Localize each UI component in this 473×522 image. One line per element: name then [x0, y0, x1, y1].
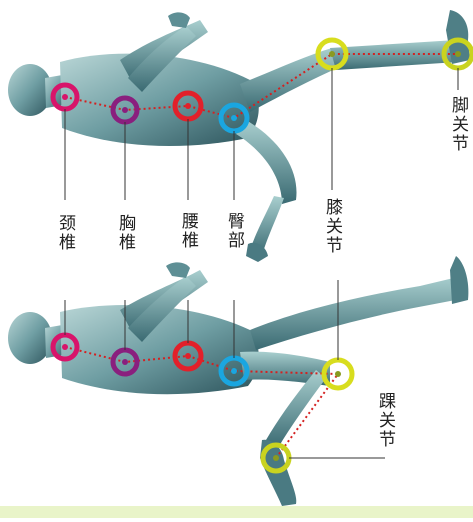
lower-leg-raised — [250, 276, 466, 350]
lower-cervical-dot — [62, 344, 68, 350]
label-knee: 膝关节 — [323, 196, 340, 257]
label-hip: 臀部 — [225, 210, 242, 252]
lower-ankle-dot — [273, 455, 279, 461]
upper-foot-dot — [455, 51, 461, 57]
lower-foot-raised — [450, 256, 468, 304]
label-thoracic: 胸椎 — [116, 212, 133, 254]
lower-thoracic-dot — [122, 359, 128, 365]
upper-knee-dot — [329, 51, 335, 57]
label-foot: 脚关节 — [449, 94, 466, 155]
upper-hands — [168, 12, 190, 28]
bottom-color-strip — [0, 506, 473, 518]
upper-lumbar-dot — [185, 103, 191, 109]
label-lumbar: 腰椎 — [179, 210, 196, 252]
lower-figure — [8, 256, 468, 506]
lower-knee-dot — [335, 371, 341, 377]
upper-thigh-back — [236, 120, 297, 204]
upper-thoracic-dot — [122, 107, 128, 113]
upper-hip-dot — [231, 115, 237, 121]
lower-hands — [166, 262, 190, 278]
lower-lumbar-dot — [185, 353, 191, 359]
label-ankle: 踝关节 — [376, 390, 393, 451]
upper-cervical-dot — [62, 94, 68, 100]
lower-hip-dot — [231, 368, 237, 374]
label-cervical: 颈椎 — [56, 212, 73, 254]
